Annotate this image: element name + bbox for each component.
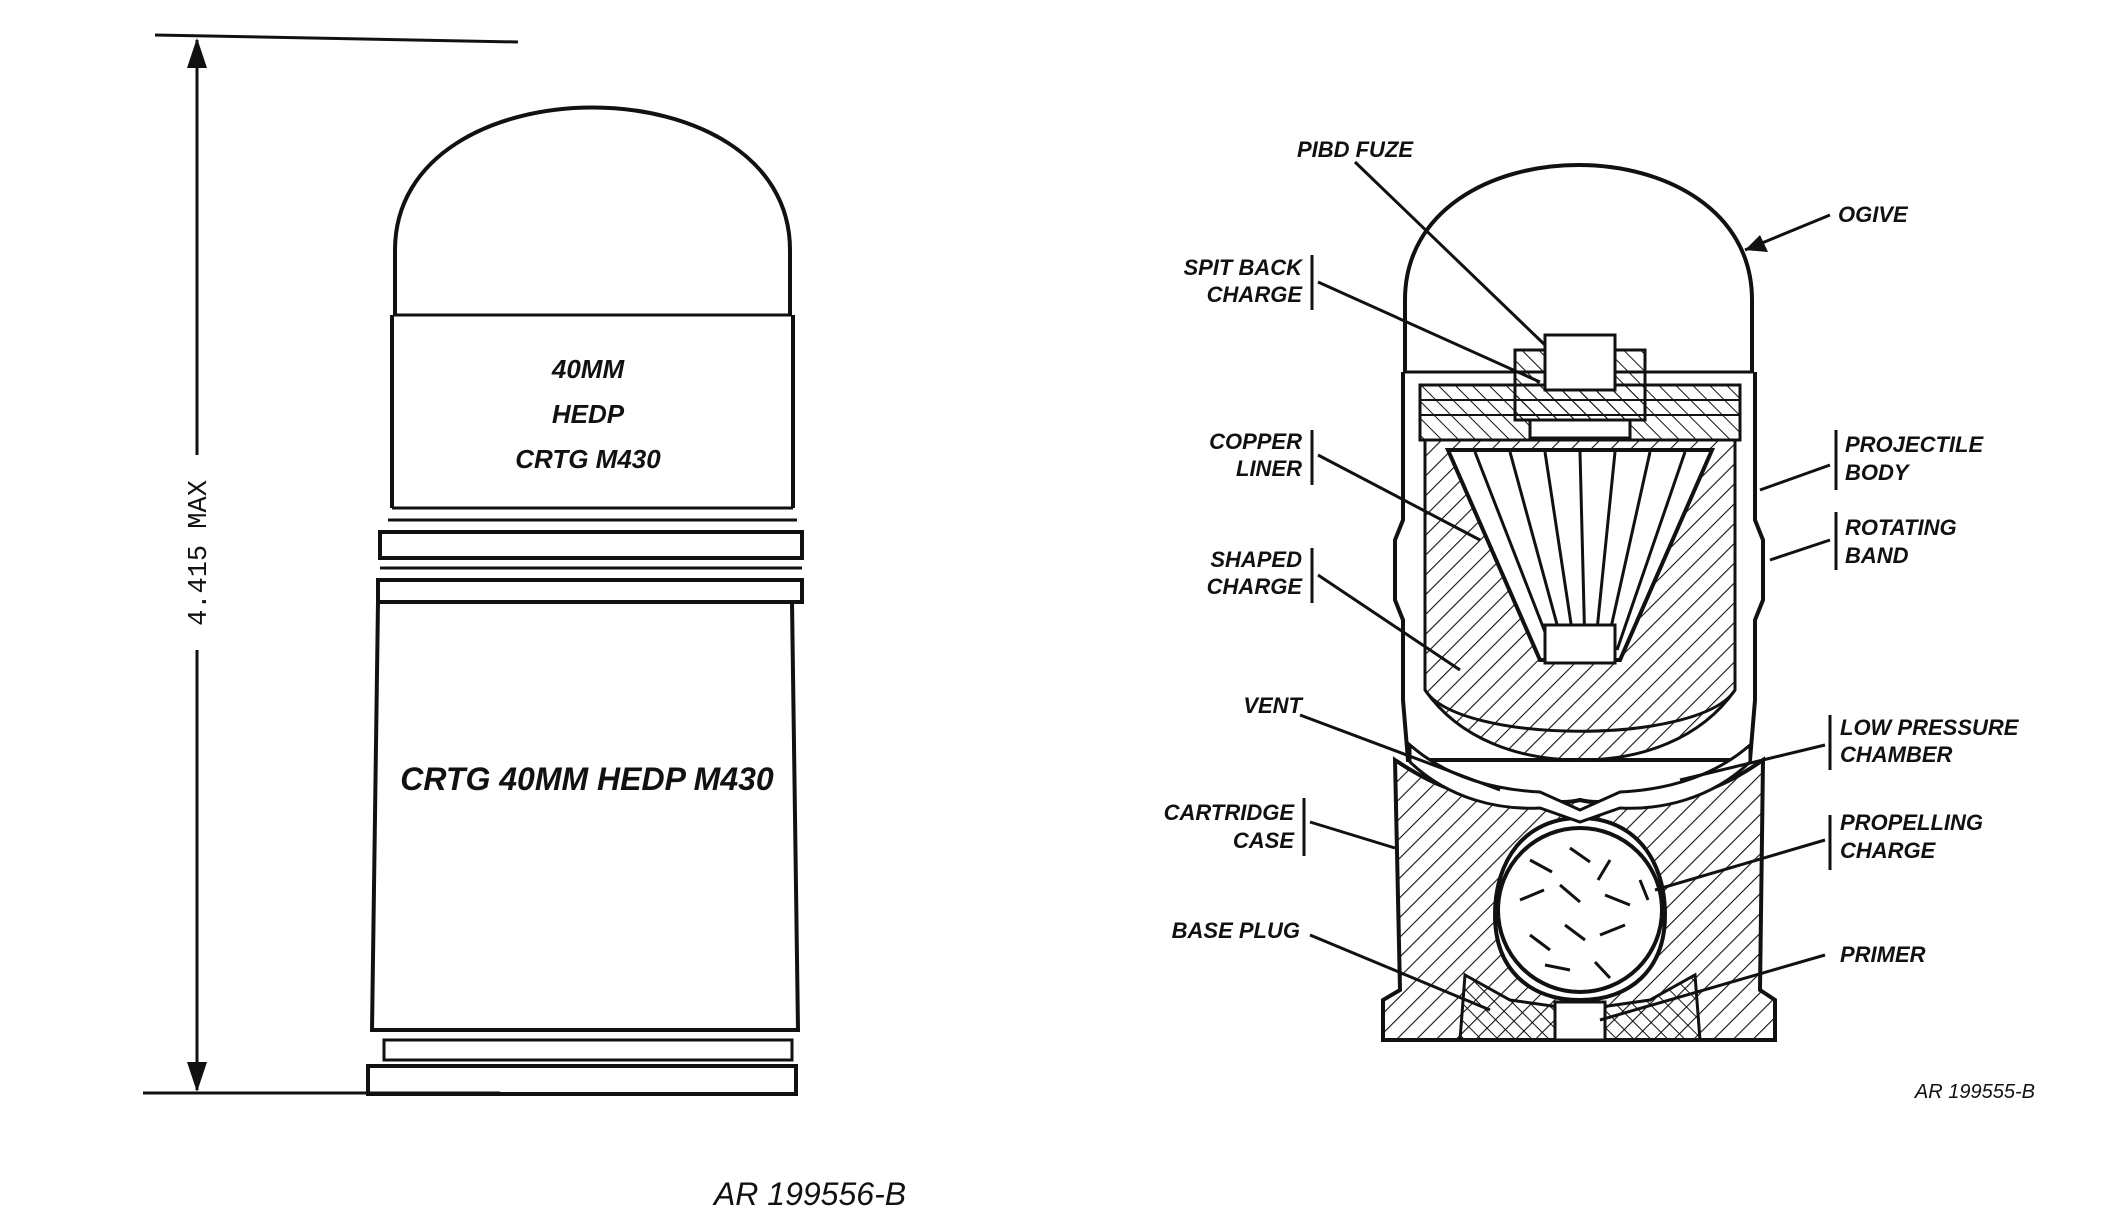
label-low-pressure-1: LOW PRESSURE (1840, 715, 2020, 740)
case-extractor-groove (382, 1038, 794, 1062)
label-ogive: OGIVE (1838, 202, 1909, 227)
dimension-label: 4.415 MAX (185, 480, 215, 626)
propelling-charge (1496, 826, 1664, 994)
label-cartridge-2: CASE (1233, 828, 1295, 853)
projectile-inner-wall (1423, 460, 1737, 733)
copper-liner-cone (1444, 448, 1716, 662)
label-projectile-2: BODY (1845, 460, 1911, 485)
label-base-plug: BASE PLUG (1172, 918, 1300, 943)
body-text-line-2: HEDP (552, 399, 625, 429)
dimension-arrowhead-bottom (187, 1062, 207, 1092)
label-rotating-1: ROTATING (1845, 515, 1957, 540)
label-projectile-1: PROJECTILE (1845, 432, 1984, 457)
label-copper-2: LINER (1236, 456, 1302, 481)
leader-lines (1299, 160, 1838, 1022)
dimension-arrowhead-top (187, 38, 207, 68)
label-copper-1: COPPER (1209, 429, 1302, 454)
label-cartridge-1: CARTRIDGE (1164, 800, 1296, 825)
base-plug (1458, 972, 1702, 1042)
label-low-pressure-2: CHAMBER (1840, 742, 1953, 767)
left-cartridge-figure: 4.415 MAX 40MM HEDP CRTG M430 CRTG 40MM … (143, 33, 906, 1212)
cartridge-case-outline (369, 601, 801, 1032)
label-rotating-2: BAND (1845, 543, 1909, 568)
pibd-fuze-assembly (1418, 333, 1742, 442)
body-text-line-3: CRTG M430 (515, 444, 661, 474)
propellant-grains (1519, 846, 1650, 980)
right-figure-id: AR 199555-B (1914, 1081, 2035, 1103)
label-pibd-fuze: PIBD FUZE (1297, 137, 1414, 162)
rotating-band (376, 506, 804, 604)
label-spit-back-2: CHARGE (1207, 282, 1304, 307)
label-vent: VENT (1243, 693, 1303, 718)
cutaway-labels: PIBD FUZE OGIVE SPIT BACK CHARGE COPPER … (1164, 137, 2020, 967)
label-propelling-1: PROPELLING (1840, 810, 1983, 835)
dimension-top-line (154, 33, 519, 44)
label-shaped-1: SHAPED (1210, 547, 1302, 572)
case-text: CRTG 40MM HEDP M430 (400, 761, 774, 797)
primer (1553, 1000, 1607, 1042)
label-propelling-2: CHARGE (1840, 838, 1937, 863)
case-rim (366, 1064, 798, 1096)
ogive-dome (393, 105, 792, 315)
body-text-line-1: 40MM (551, 354, 626, 384)
label-shaped-2: CHARGE (1207, 574, 1304, 599)
ogive-arrowhead (1745, 235, 1768, 252)
label-spit-back-1: SPIT BACK (1183, 255, 1304, 280)
right-cutaway-figure: PIBD FUZE OGIVE SPIT BACK CHARGE COPPER … (1164, 137, 2035, 1103)
label-primer: PRIMER (1840, 942, 1926, 967)
liner-apex-cap (1543, 623, 1617, 665)
left-figure-id: AR 199556-B (712, 1176, 906, 1212)
liner-ribs (1473, 451, 1687, 651)
cutaway-ogive (1403, 163, 1754, 372)
